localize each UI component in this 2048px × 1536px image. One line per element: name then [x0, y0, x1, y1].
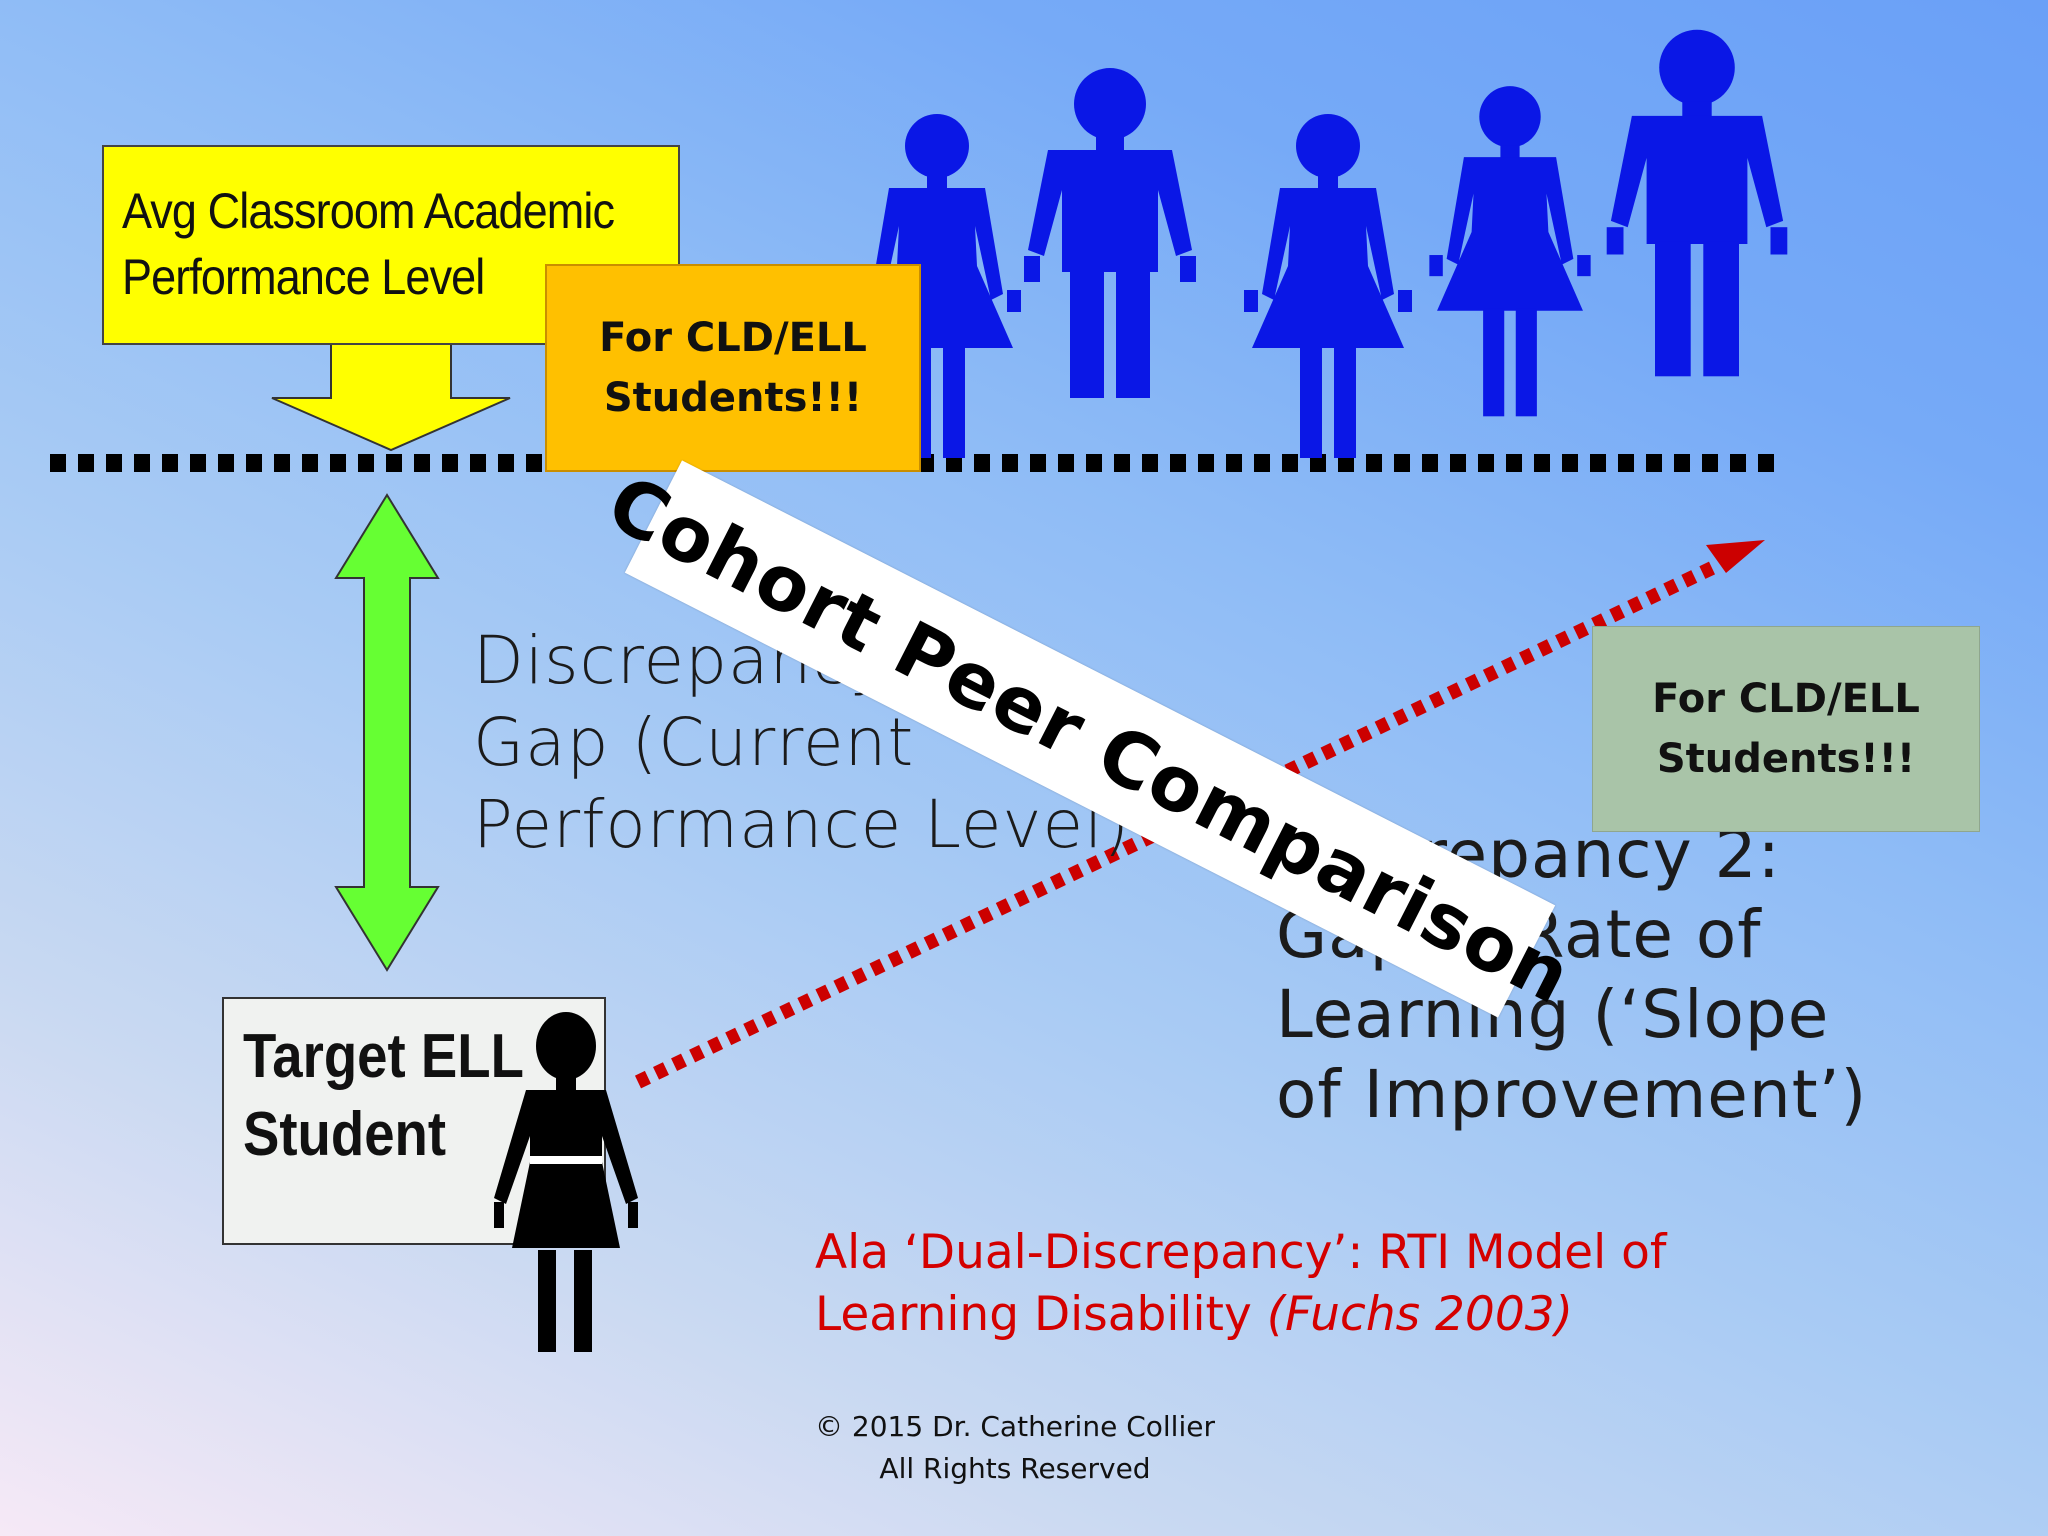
cld-note-text: For CLD/ELL Students!!! [1652, 676, 1920, 782]
copyright: © 2015 Dr. Catherine Collier All Rights … [810, 1406, 1220, 1490]
trend-arrowhead-icon [1706, 540, 1765, 573]
down-arrow-icon [271, 343, 511, 452]
double-arrow-icon [334, 493, 440, 972]
cld-note-box-top: For CLD/ELL Students!!! [545, 264, 921, 472]
cld-note-text: For CLD/ELL Students!!! [599, 315, 867, 421]
citation: Ala ‘Dual-Discrepancy’: RTI Model of Lea… [815, 1222, 1815, 1346]
avg-performance-line2: Performance Level [122, 249, 485, 305]
citation-source: (Fuchs 2003) [1266, 1287, 1573, 1342]
target-student-label: Target ELL Student [243, 1022, 524, 1169]
avg-performance-line1: Avg Classroom Academic [122, 183, 615, 239]
cld-note-box-right: For CLD/ELL Students!!! [1592, 626, 1980, 832]
avg-performance-label: Avg Classroom Academic Performance Level [122, 178, 626, 310]
copyright-line1: © 2015 Dr. Catherine Collier [815, 1410, 1215, 1443]
copyright-line2: All Rights Reserved [879, 1452, 1151, 1485]
citation-text: Ala ‘Dual-Discrepancy’: RTI Model of Lea… [815, 1225, 1667, 1342]
